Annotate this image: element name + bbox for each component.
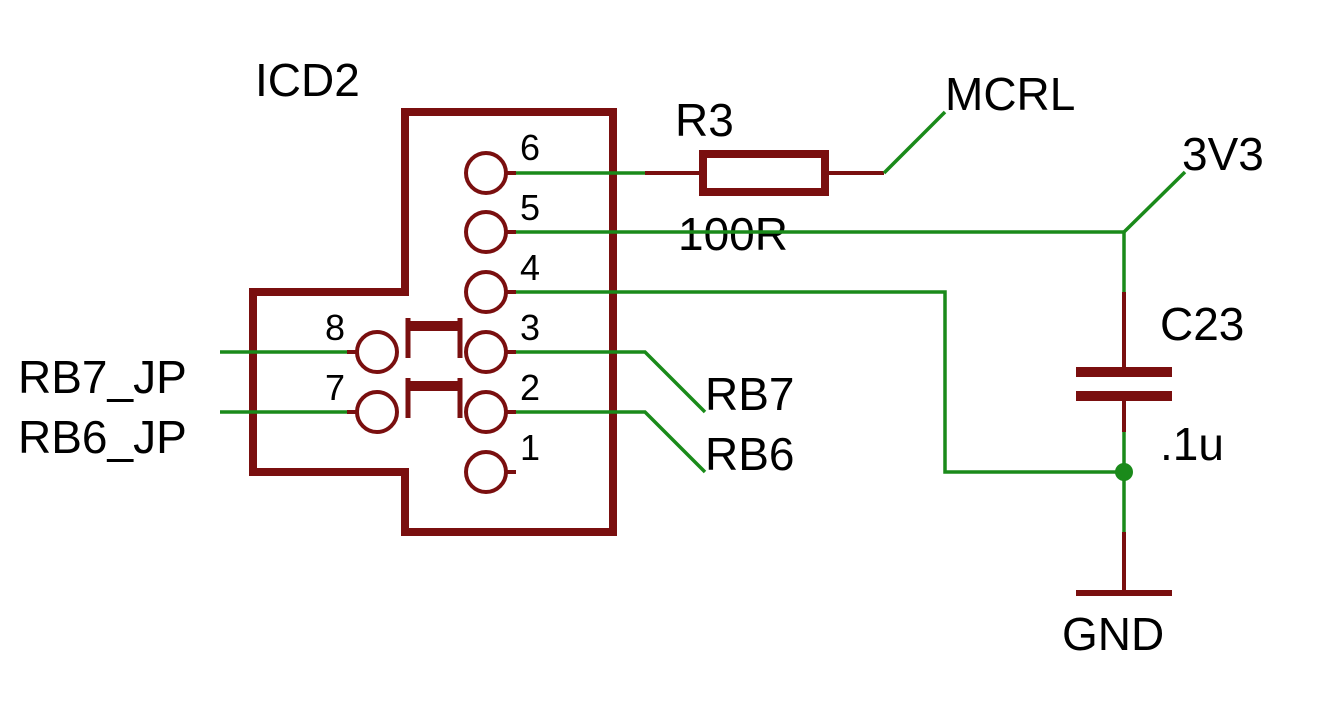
wire-r3-mcrl bbox=[882, 110, 947, 175]
net-label-rb7: RB7 bbox=[705, 368, 794, 420]
resistor-r3-body bbox=[699, 150, 829, 196]
icd2-pin-7 bbox=[355, 390, 399, 434]
icd2-label: ICD2 bbox=[255, 54, 360, 106]
wire-pin4-gnd bbox=[516, 290, 1124, 474]
wire-3v3-stub bbox=[1122, 170, 1187, 234]
icd2-pin-5 bbox=[464, 210, 508, 254]
capacitor-c23-label: C23 bbox=[1160, 298, 1244, 350]
net-label-rb7-jp: RB7_JP bbox=[18, 351, 187, 403]
icd2-pin-2 bbox=[464, 390, 508, 434]
junction-dot bbox=[1115, 463, 1133, 481]
pin-number-5: 5 bbox=[520, 187, 540, 228]
icd2-pin-8 bbox=[355, 330, 399, 374]
jumper-7-2 bbox=[405, 378, 463, 418]
pin-number-2: 2 bbox=[520, 367, 540, 408]
icd2-pin-6 bbox=[464, 151, 508, 195]
resistor-r3-label: R3 bbox=[675, 94, 734, 146]
pin-number-8: 8 bbox=[325, 307, 345, 348]
icd2-pin-4 bbox=[464, 270, 508, 314]
wire-pin3-rb7 bbox=[516, 350, 707, 414]
pin-number-6: 6 bbox=[520, 127, 540, 168]
wire-pin5-3v3 bbox=[516, 230, 1126, 292]
icd2-pin-1 bbox=[464, 450, 508, 494]
pin-number-3: 3 bbox=[520, 307, 540, 348]
pin-number-1: 1 bbox=[520, 427, 540, 468]
pin-number-7: 7 bbox=[325, 367, 345, 408]
jumper-8-3 bbox=[405, 318, 463, 358]
icd2-connector-body bbox=[249, 108, 617, 536]
net-label-rb6: RB6 bbox=[705, 428, 794, 480]
net-label-rb6-jp: RB6_JP bbox=[18, 411, 187, 463]
resistor-r3-value: 100R bbox=[678, 208, 788, 260]
icd2-pin-3 bbox=[464, 330, 508, 374]
net-label-3v3: 3V3 bbox=[1182, 128, 1264, 180]
net-label-mcrl: MCRL bbox=[945, 68, 1075, 120]
pin-number-4: 4 bbox=[520, 247, 540, 288]
wire-pin2-rb6 bbox=[516, 410, 707, 474]
capacitor-c23-value: .1u bbox=[1160, 418, 1224, 470]
gnd-label: GND bbox=[1062, 608, 1164, 660]
